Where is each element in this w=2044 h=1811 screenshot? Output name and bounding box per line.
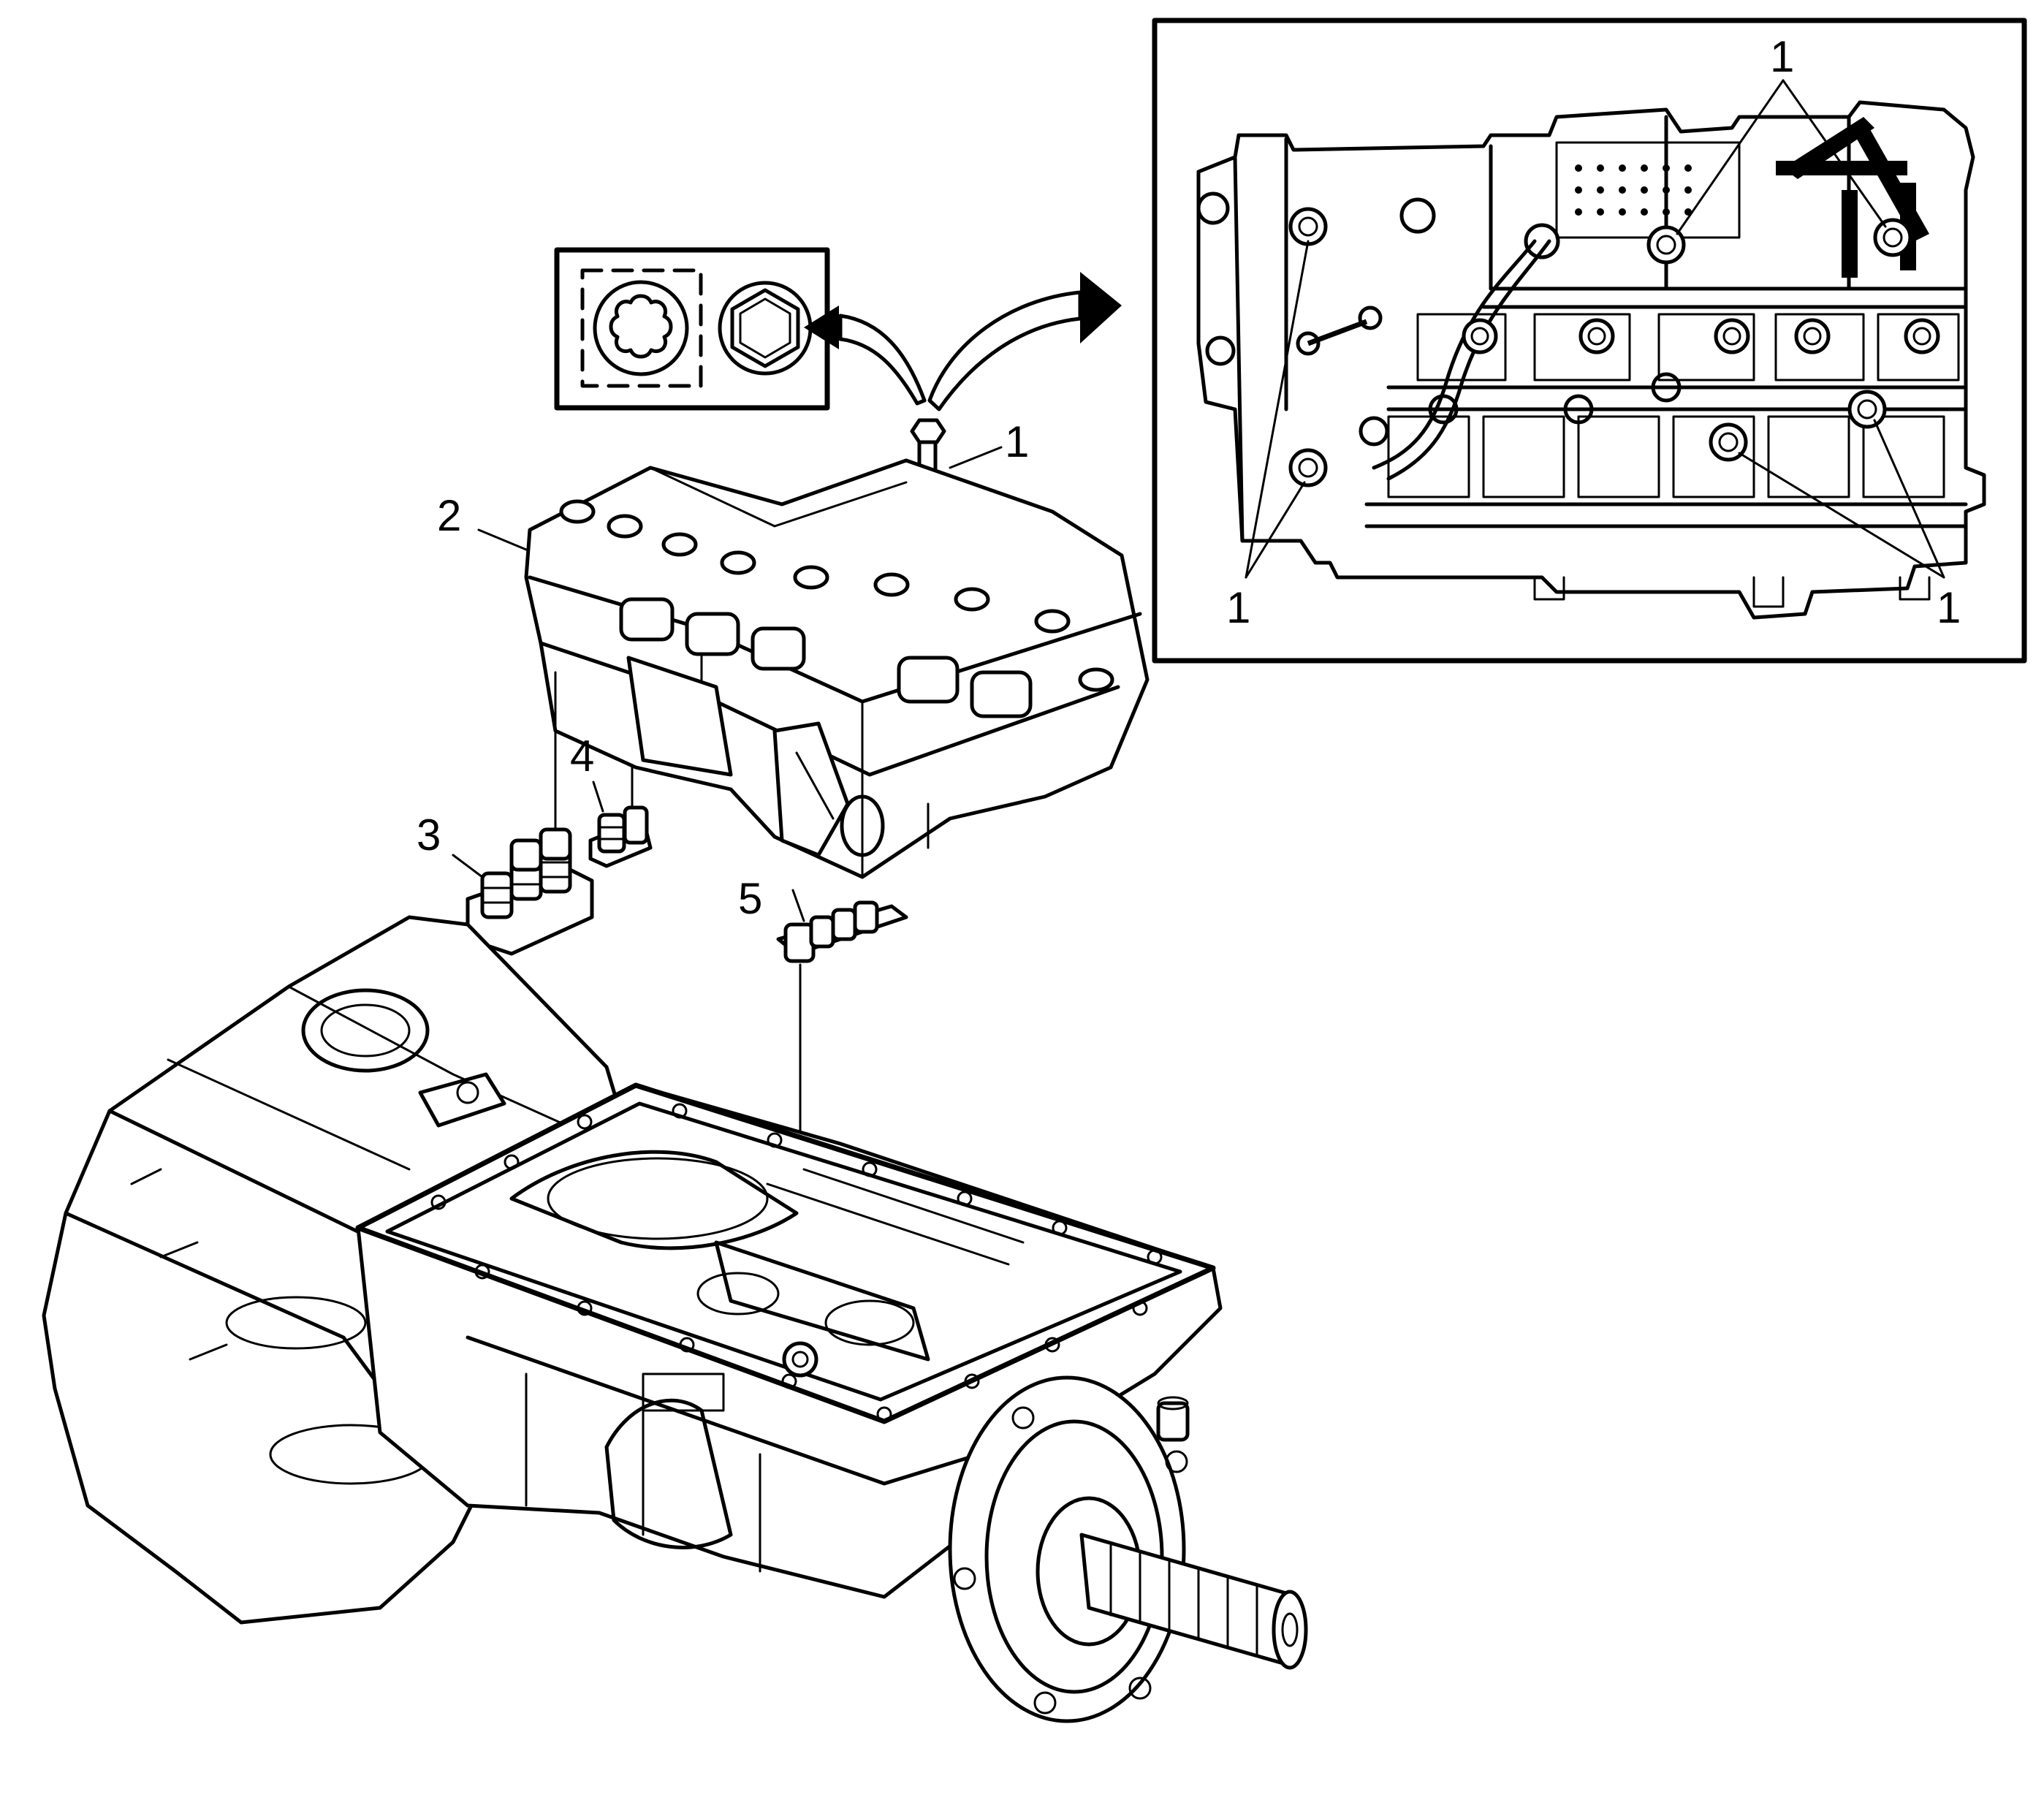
drive-type-panel bbox=[554, 247, 830, 411]
transmission-case bbox=[42, 915, 1308, 1723]
valve-body-bosses bbox=[559, 499, 1114, 692]
valve-body-plan-view bbox=[1196, 100, 1986, 620]
callout-inset-bottom-right: 1 bbox=[1937, 583, 1961, 632]
valve-body-assembly bbox=[477, 458, 1150, 879]
seal-set-front bbox=[776, 889, 908, 1350]
callout-seals-middle: 4 bbox=[570, 732, 594, 781]
curved-arrow-left-icon bbox=[804, 305, 927, 406]
callout-seals-front: 5 bbox=[738, 874, 762, 923]
output-housing bbox=[948, 1375, 1196, 1723]
callout-valve-body: 2 bbox=[437, 491, 461, 540]
valve-body-solenoids bbox=[619, 597, 1033, 718]
hex-head-icon bbox=[718, 281, 813, 376]
callout-inset-top: 1 bbox=[1770, 32, 1794, 81]
valve-body-detail-inset: 1 1 1 bbox=[1152, 18, 2027, 664]
output-shaft bbox=[1079, 1533, 1308, 1670]
seal-set-left bbox=[452, 827, 594, 956]
pan-rail-bolt-holes bbox=[430, 1103, 1163, 1422]
seal-stack bbox=[480, 827, 572, 919]
callout-bolt: 1 bbox=[1005, 417, 1029, 466]
inset-leader-lines bbox=[1245, 79, 1945, 579]
fill-plug bbox=[1156, 1396, 1190, 1442]
callout-seals-left: 3 bbox=[417, 810, 441, 859]
seal-set-middle bbox=[588, 781, 653, 868]
cover-dots bbox=[1575, 164, 1692, 216]
callout-inset-bottom-left: 1 bbox=[1226, 583, 1250, 632]
torx-head-icon bbox=[593, 280, 689, 376]
curved-arrow-right-icon bbox=[927, 272, 1122, 411]
